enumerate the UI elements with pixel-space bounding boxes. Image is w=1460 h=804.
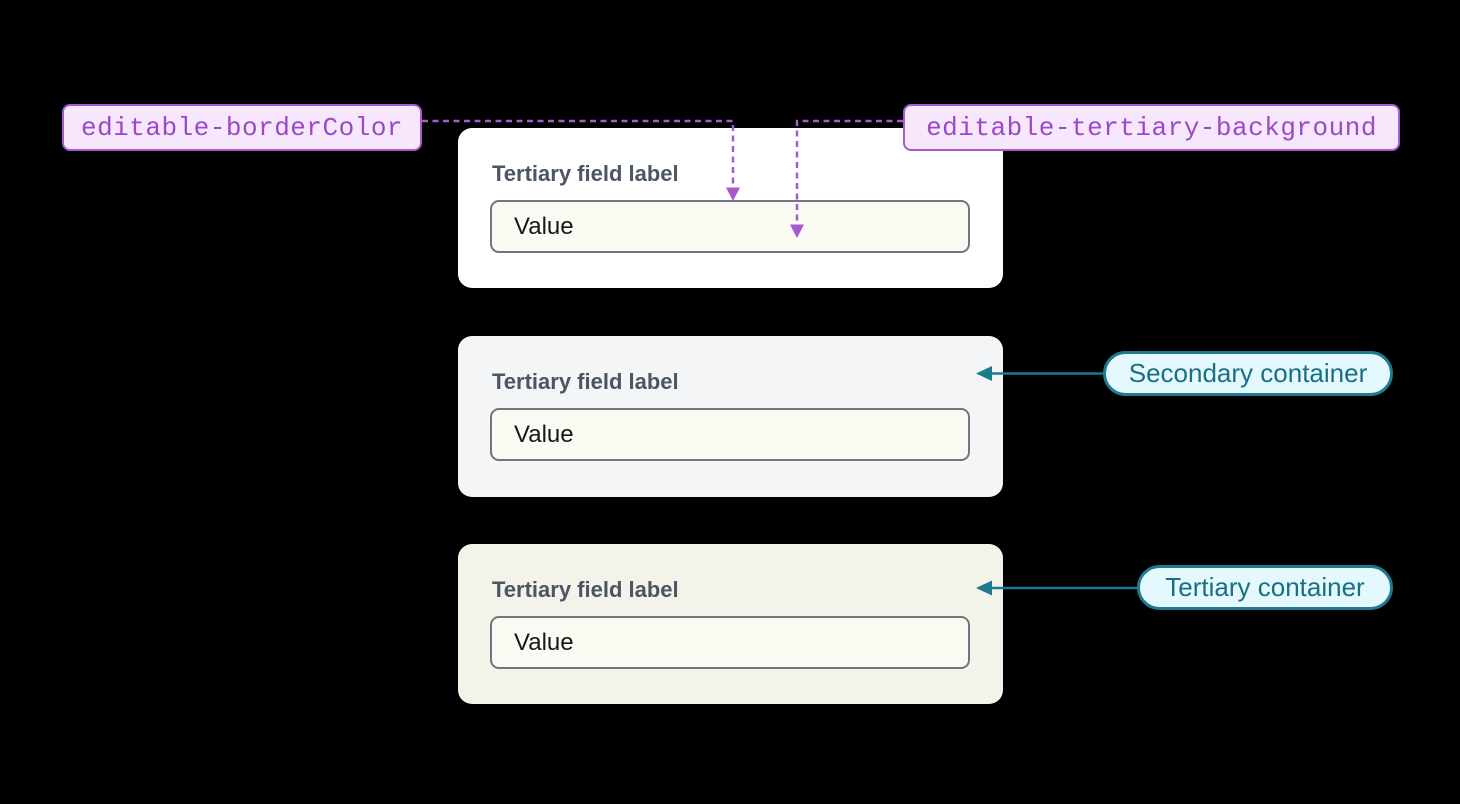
card-tertiary-container: Tertiary field label — [458, 544, 1003, 704]
tertiary-field-input[interactable] — [490, 200, 970, 253]
token-badge-editable-tertiary-background: editable-tertiary-background — [903, 104, 1400, 151]
annotation-pill-secondary-container: Secondary container — [1103, 351, 1393, 396]
token-badge-editable-borderColor: editable-borderColor — [62, 104, 422, 151]
annotation-pill-tertiary-container: Tertiary container — [1137, 565, 1393, 610]
card-secondary-container: Tertiary field label — [458, 336, 1003, 497]
tertiary-field-input[interactable] — [490, 616, 970, 669]
card-default-container: Tertiary field label — [458, 128, 1003, 288]
field-label: Tertiary field label — [492, 161, 679, 186]
tertiary-field-input[interactable] — [490, 408, 970, 461]
field-label: Tertiary field label — [492, 577, 679, 602]
field-label: Tertiary field label — [492, 369, 679, 394]
